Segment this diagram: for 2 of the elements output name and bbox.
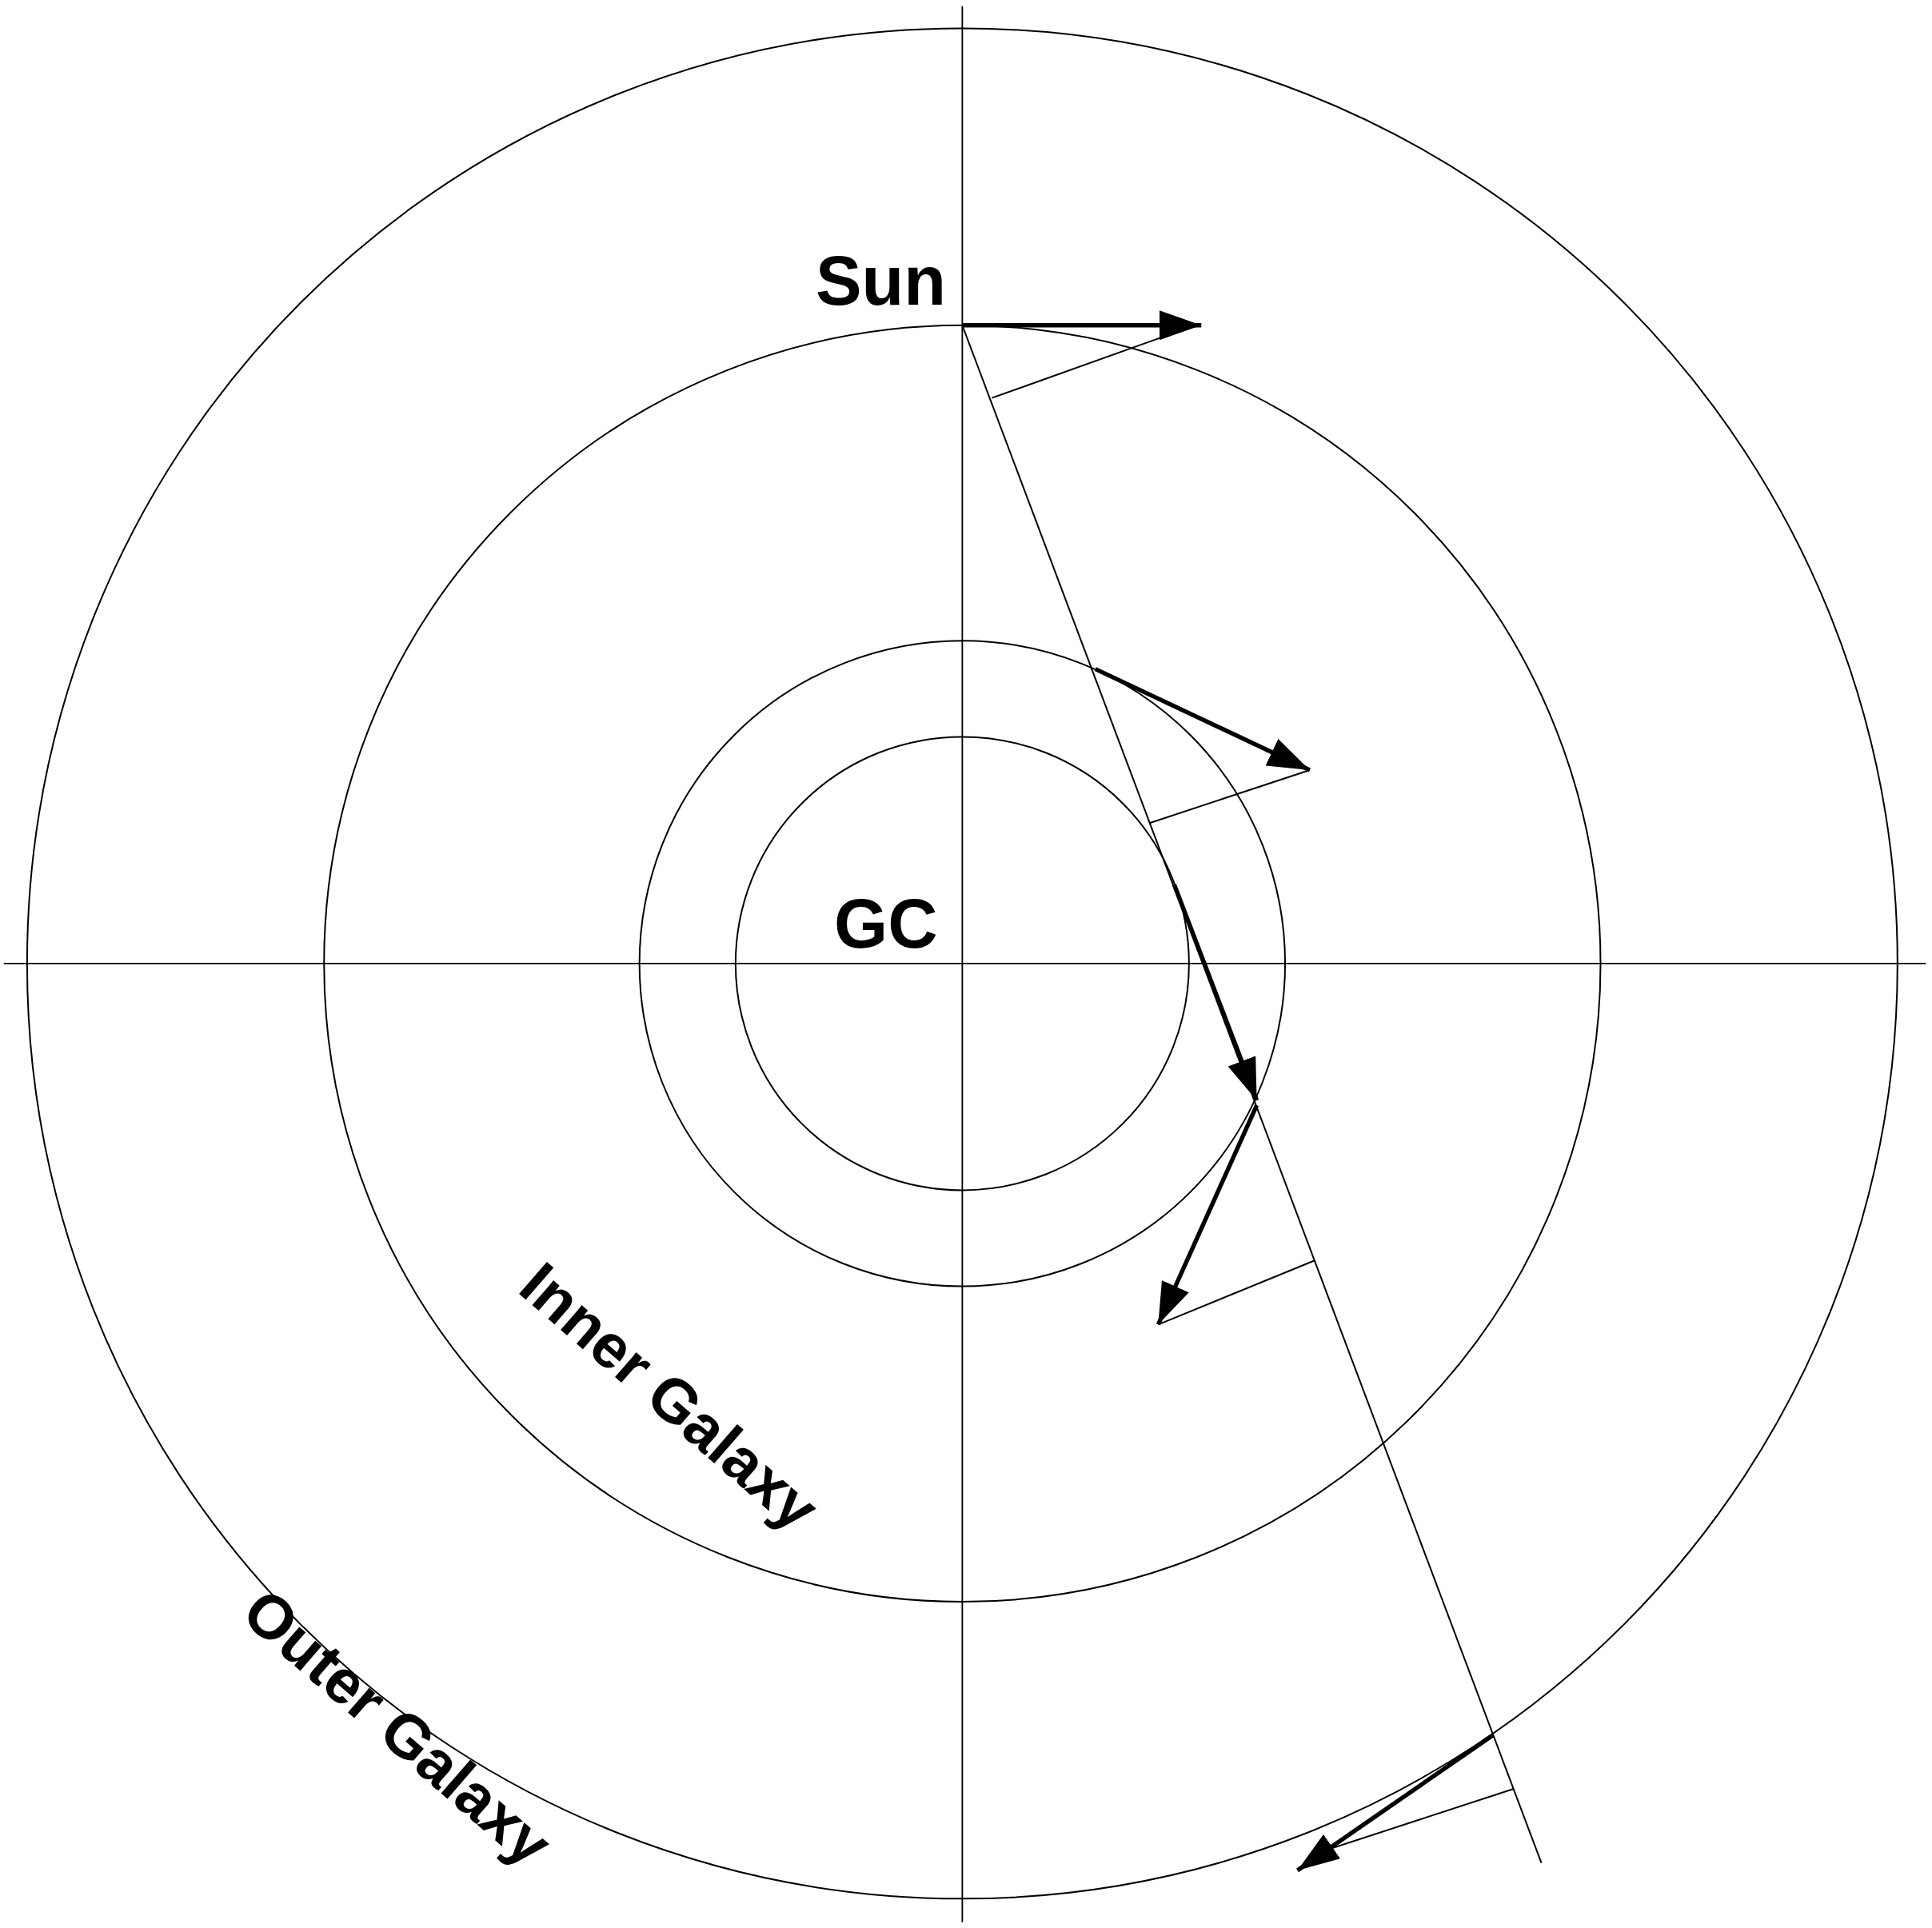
point-label: GC — [834, 889, 938, 959]
point-label: Sun — [816, 246, 946, 316]
